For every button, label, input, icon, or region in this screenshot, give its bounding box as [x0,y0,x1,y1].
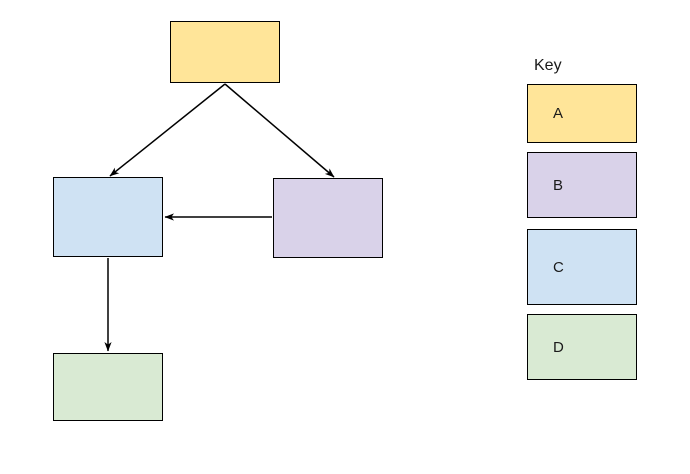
connector-top-to-left [109,83,226,177]
diagram-node-left[interactable] [53,177,163,257]
key-item-label: B [553,176,564,194]
key-item-label: C [553,258,564,276]
diagram-node-right[interactable] [273,178,383,258]
key-item-label: A [553,105,564,122]
key-item-label: D [553,338,564,356]
key-item-c[interactable]: C [527,229,637,305]
diagram-node-top[interactable] [170,21,280,83]
key-item-d[interactable]: D [527,314,637,380]
key-item-b[interactable]: B [527,152,637,218]
connector-top-to-right [224,83,335,178]
key-item-a[interactable]: A [527,84,637,143]
diagram-node-bottom[interactable] [53,353,163,421]
key-title: Key [534,57,562,74]
connector-group [104,83,335,352]
